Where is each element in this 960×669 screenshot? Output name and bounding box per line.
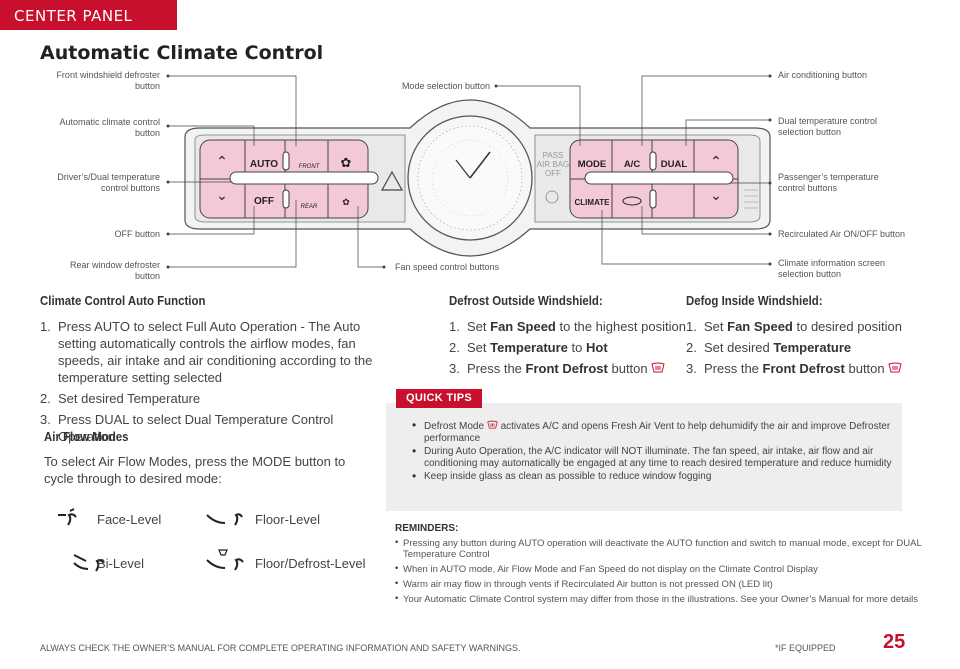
mode-face-level: Face-Level xyxy=(97,512,162,527)
svg-text:✿: ✿ xyxy=(341,156,352,171)
callout-climate-info: Climate information screen selection but… xyxy=(778,258,886,279)
quick-tips-list: Defrost Mode activates A/C and opens Fre… xyxy=(412,419,892,484)
callout-rear-defroster: Rear window defroster button xyxy=(69,260,160,281)
footer-if-equipped: *IF EQUIPPED xyxy=(775,643,836,653)
quick-tip-item: Defrost Mode activates A/C and opens Fre… xyxy=(412,419,892,445)
defog-inside-heading: Defog Inside Windshield: xyxy=(686,293,823,308)
air-flow-heading: Air Flow Modes xyxy=(44,429,129,444)
face-level-icon xyxy=(58,508,77,526)
svg-text:⌃: ⌃ xyxy=(216,154,228,170)
quick-tips-label: QUICK TIPS xyxy=(396,389,482,408)
reminder-item: Warm air may flow in through vents if Re… xyxy=(395,578,930,590)
mode-floor-level: Floor-Level xyxy=(255,512,321,527)
mode-button[interactable]: MODE xyxy=(578,159,607,170)
airbag-indicator-line2: AIR BAG xyxy=(537,160,569,169)
airbag-indicator-line1: PASS xyxy=(543,151,564,160)
defrost-outside-heading: Defrost Outside Windshield: xyxy=(449,293,603,308)
callout-driver-temp: Driver’s/Dual temperature control button… xyxy=(57,172,160,193)
callout-ac: Air conditioning button xyxy=(778,70,868,80)
svg-text:⌃: ⌃ xyxy=(710,154,722,170)
off-button[interactable]: OFF xyxy=(254,196,274,207)
reminder-item: When in AUTO mode, Air Flow Mode and Fan… xyxy=(395,563,930,575)
reminder-item: Pressing any button during AUTO operatio… xyxy=(395,537,930,560)
reminders-list: Pressing any button during AUTO operatio… xyxy=(395,537,930,609)
callout-passenger-temp: Passenger’s temperature control buttons xyxy=(778,172,879,193)
section-tab: CENTER PANEL xyxy=(0,0,177,30)
dual-button[interactable]: DUAL xyxy=(661,159,688,170)
callout-dual: Dual temperature control selection butto… xyxy=(778,116,878,137)
climate-panel-diagram: ⌃ ⌄ AUTO OFF FRONT REAR ✿ ✿ PASS AIR BAG… xyxy=(166,74,772,269)
quick-tip-item: Keep inside glass as clean as possible t… xyxy=(412,470,892,483)
auto-button[interactable]: AUTO xyxy=(250,159,278,170)
auto-step-3: 3.Press DUAL to select Dual Temperature … xyxy=(40,412,334,444)
reminder-item: Your Automatic Climate Control system ma… xyxy=(395,593,930,605)
air-flow-intro: To select Air Flow Modes, press the MODE… xyxy=(44,454,346,486)
airbag-indicator-line3: OFF xyxy=(545,169,561,178)
auto-step-2: 2.Set desired Temperature xyxy=(40,391,201,406)
front-defrost-icon xyxy=(487,420,498,429)
auto-step-1: 1.Press AUTO to select Full Auto Operati… xyxy=(40,319,373,385)
recirculate-icon[interactable] xyxy=(622,196,642,206)
mode-floor-defrost-level: Floor/Defrost-Level xyxy=(255,556,366,571)
rear-defrost-button[interactable]: REAR xyxy=(301,204,318,210)
callout-off: OFF button xyxy=(114,229,160,239)
floor-level-icon xyxy=(206,513,243,526)
svg-text:✿: ✿ xyxy=(342,198,350,208)
page-number: 25 xyxy=(883,631,906,653)
callout-recirculate: Recirculated Air ON/OFF button xyxy=(778,229,906,239)
bi-level-icon xyxy=(73,554,105,572)
ac-button[interactable]: A/C xyxy=(624,159,641,170)
floor-defrost-icon xyxy=(206,549,244,571)
svg-text:⌄: ⌄ xyxy=(216,188,228,204)
climate-button[interactable]: CLIMATE xyxy=(575,198,611,207)
mode-bi-level: Bi-Level xyxy=(97,556,144,571)
defog-inside-steps: 1.Set Fan Speed to desired position 2.Se… xyxy=(686,319,902,376)
callout-front-defroster: Front windshield defroster button xyxy=(56,70,160,91)
callout-mode: Mode selection button xyxy=(401,81,490,91)
front-defrost-button[interactable]: FRONT xyxy=(299,164,321,170)
auto-function-heading: Climate Control Auto Function xyxy=(40,293,206,308)
quick-tip-item: During Auto Operation, the A/C indicator… xyxy=(412,445,892,470)
footer-disclaimer: ALWAYS CHECK THE OWNER’S MANUAL FOR COMP… xyxy=(40,643,521,653)
defrost-outside-steps: 1.Set Fan Speed to the highest position … xyxy=(449,319,686,376)
page-title: Automatic Climate Control xyxy=(40,42,324,64)
reminders-title: REMINDERS: xyxy=(395,523,459,534)
svg-text:⌄: ⌄ xyxy=(710,188,722,204)
front-defrost-icon xyxy=(651,362,665,373)
callout-fan-speed: Fan speed control buttons xyxy=(395,262,500,272)
auto-function-steps: 1.Press AUTO to select Full Auto Operati… xyxy=(40,318,385,449)
callout-auto: Automatic climate control button xyxy=(59,117,160,138)
front-defrost-icon xyxy=(888,362,902,373)
